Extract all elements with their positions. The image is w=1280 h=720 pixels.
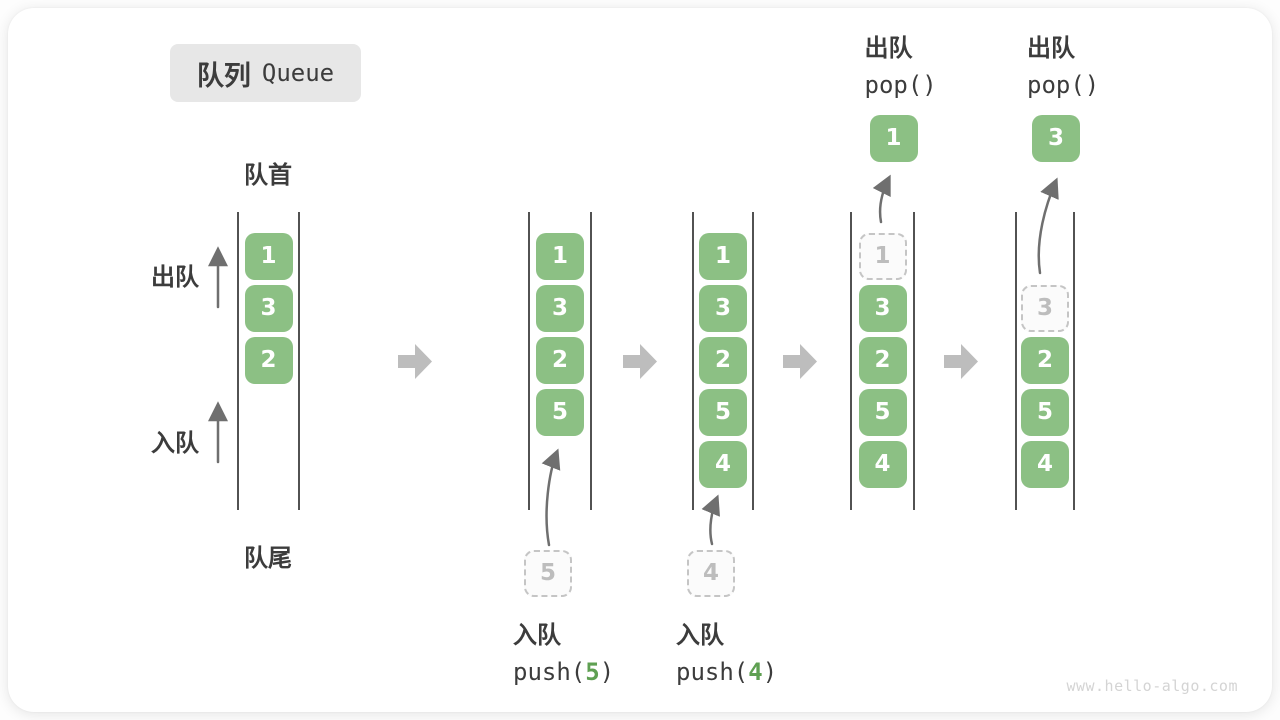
push-arg-text: 5 (585, 658, 600, 686)
state-transition-arrow-icon (398, 343, 433, 381)
queue-3-left-wall (692, 212, 694, 510)
label-queue-rear: 队尾 (244, 545, 292, 572)
queue-element-box: 5 (536, 389, 584, 436)
push-arg-text: 4 (748, 658, 763, 686)
queue-element-box: 3 (244, 285, 293, 332)
queue-element-box: 3 (536, 285, 584, 332)
queue-4-right-wall (913, 212, 915, 510)
queue-element-box: 2 (244, 337, 293, 384)
pop-action-text: 出队 (864, 35, 913, 62)
queue-5-right-wall (1073, 212, 1075, 510)
queue-2-right-wall (590, 212, 592, 510)
pop-code-text: pop() (1027, 71, 1100, 99)
queue-1-left-wall (237, 212, 239, 510)
queue-element-box: 2 (536, 337, 584, 384)
queue-3-right-wall (752, 212, 754, 510)
queue-element-box: 1 (699, 233, 747, 280)
label-dequeue-direction: 出队 (151, 264, 199, 291)
queue-element-box: 2 (699, 337, 747, 384)
push-action-text: 入队 (676, 622, 724, 649)
dequeued-slot-box: 3 (1021, 285, 1069, 332)
queue-element-box: 3 (858, 285, 907, 332)
queue-element-box: 1 (244, 233, 293, 280)
title-zh: 队列 (196, 60, 251, 91)
diagram-title: 队列 Queue (170, 44, 361, 102)
queue-element-box: 2 (858, 337, 907, 384)
push-action-text: 入队 (513, 622, 561, 649)
pop-action-text: 出队 (1027, 35, 1075, 62)
queue-element-box: 1 (536, 233, 584, 280)
queue-element-box: 2 (1021, 337, 1069, 384)
incoming-element-box: 5 (524, 550, 572, 597)
label-queue-front: 队首 (244, 162, 292, 189)
popped-element-box: 3 (1032, 115, 1080, 162)
pop-operation-label: 出队 pop() (1027, 30, 1099, 104)
queue-4-left-wall (850, 212, 852, 510)
state-transition-arrow-icon (783, 343, 818, 381)
watermark: www.hello-algo.com (1066, 677, 1238, 695)
state-transition-arrow-icon (623, 343, 658, 381)
pop-operation-label: 出队 pop() (865, 30, 937, 104)
queue-element-box: 3 (699, 285, 747, 332)
dequeued-slot-box: 1 (858, 233, 907, 280)
title-en: Queue (261, 59, 335, 87)
queue-element-box: 4 (858, 441, 907, 488)
queue-element-box: 4 (699, 441, 747, 488)
push-code-text: push(4) (676, 658, 778, 686)
queue-element-box: 5 (858, 389, 907, 436)
popped-element-box: 1 (869, 115, 918, 162)
push-code-text: push(5) (513, 658, 615, 686)
incoming-element-box: 4 (687, 550, 735, 597)
queue-element-box: 4 (1021, 441, 1069, 488)
state-transition-arrow-icon (944, 343, 979, 381)
label-enqueue-direction: 入队 (151, 430, 199, 457)
queue-2-left-wall (528, 212, 530, 510)
push-operation-label: 入队 push(4) (676, 618, 777, 690)
push-operation-label: 入队 push(5) (513, 618, 614, 690)
queue-1-right-wall (298, 212, 300, 510)
queue-element-box: 5 (699, 389, 747, 436)
pop-code-text: pop() (864, 71, 937, 99)
queue-5-left-wall (1015, 212, 1017, 510)
queue-element-box: 5 (1021, 389, 1069, 436)
